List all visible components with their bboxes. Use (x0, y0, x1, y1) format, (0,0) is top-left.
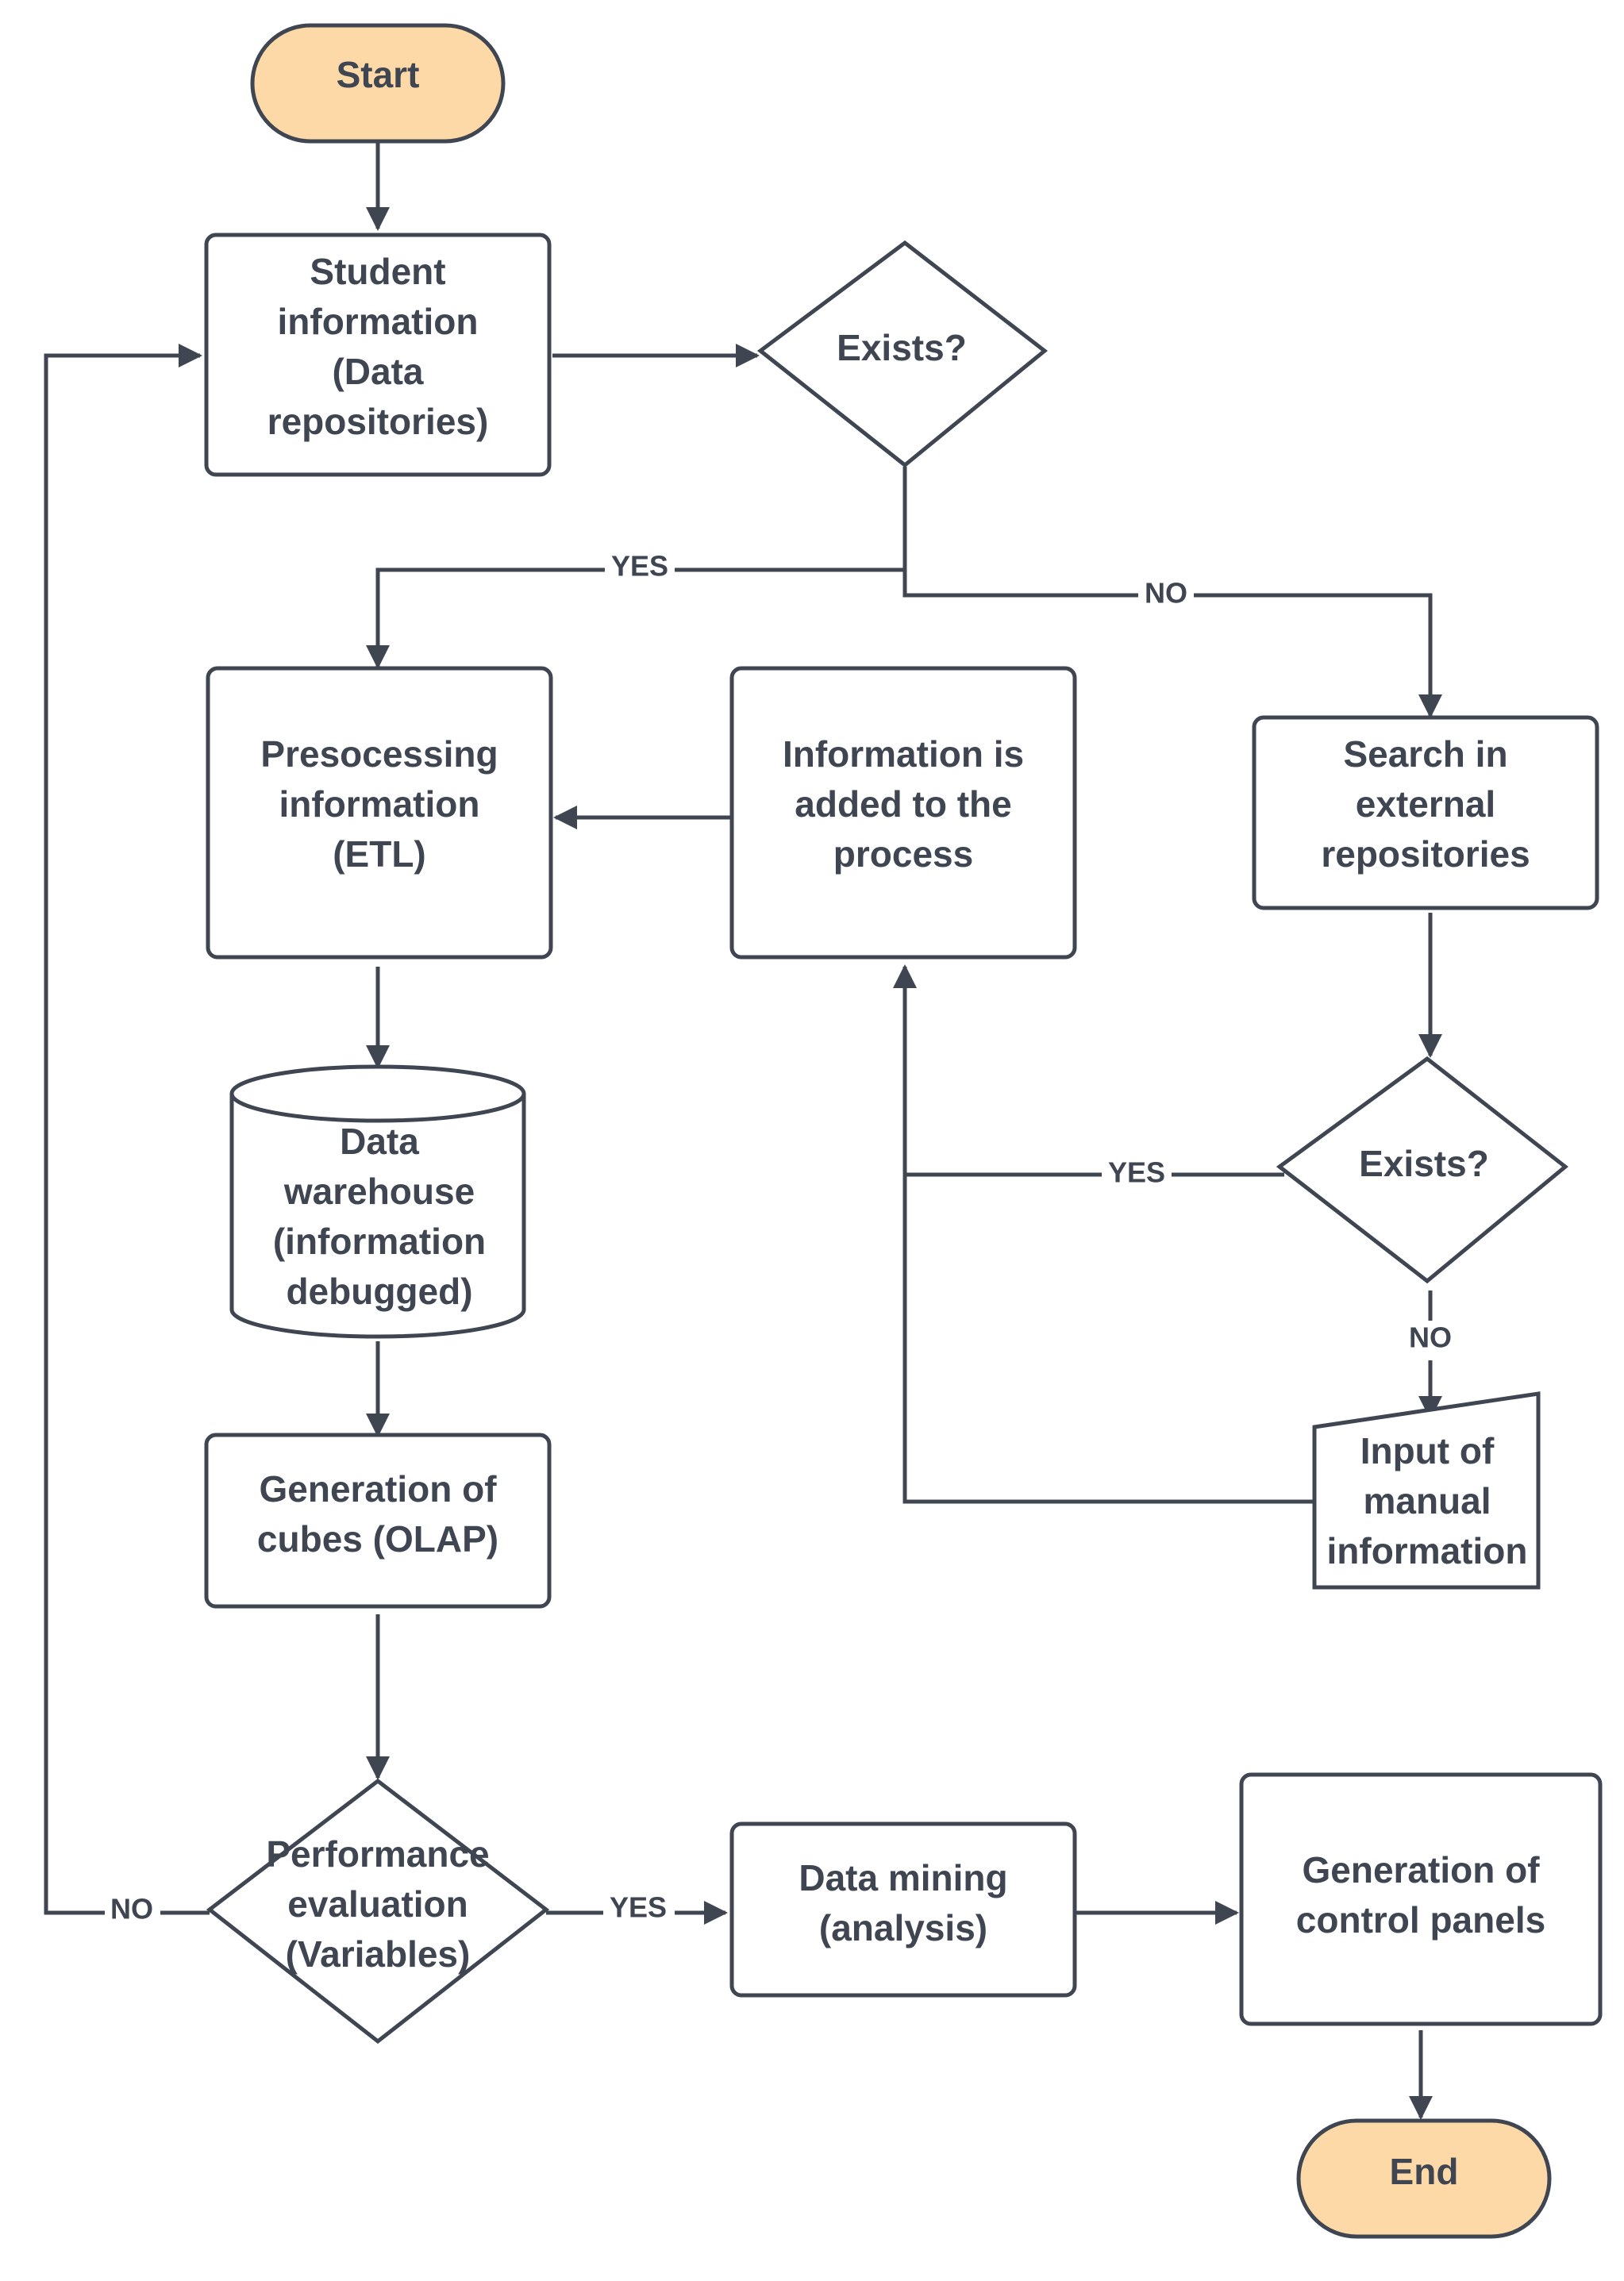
manual-input-line-1: Input of (1360, 1430, 1495, 1471)
end-label: End (1390, 2151, 1459, 2192)
exists-decision-2: Exists? (1276, 1056, 1568, 1284)
data-warehouse-node: Data warehouse (information debugged) (229, 1064, 526, 1339)
search-external-line-3: repositories (1321, 833, 1530, 875)
data-warehouse-line-2: warehouse (283, 1171, 475, 1212)
exists-1-label: Exists? (837, 327, 967, 368)
manual-input-line-3: information (1327, 1530, 1528, 1571)
edge-label-performance-no: NO (110, 1893, 153, 1925)
performance-line-2: evaluation (287, 1883, 468, 1925)
control-panels-line-1: Generation of (1302, 1849, 1540, 1891)
search-external-node: Search in external repositories (1252, 715, 1599, 910)
start-node: Start (250, 23, 506, 144)
edge-manual-input-to-info-added (902, 1175, 1316, 1504)
edge-performance-no-to-student-info (44, 344, 210, 1915)
edge-label-exists-1-yes: YES (611, 550, 668, 583)
student-info-node: Student information (Data repositories) (204, 233, 552, 477)
info-added-line-1: Information is (783, 733, 1024, 775)
data-warehouse-line-1: Data (340, 1121, 419, 1162)
presocessing-node: Presocessing information (ETL) (206, 666, 553, 960)
info-added-line-3: process (833, 833, 973, 875)
edge-label-exists-2-yes: YES (1108, 1156, 1165, 1189)
student-info-line-1: Student (310, 251, 445, 292)
performance-decision: Performance evaluation (Variables) (206, 1778, 550, 2044)
data-warehouse-line-4: debugged) (286, 1271, 472, 1312)
manual-input-line-2: manual (1363, 1480, 1491, 1521)
info-added-line-2: added to the (795, 783, 1011, 825)
data-warehouse-line-3: (information (273, 1221, 486, 1262)
search-external-line-1: Search in (1343, 733, 1507, 775)
end-node: End (1296, 2118, 1552, 2239)
performance-line-3: (Variables) (286, 1933, 471, 1975)
presocessing-line-3: (ETL) (333, 833, 426, 875)
edge-label-exists-2-no: NO (1409, 1321, 1452, 1354)
data-mining-line-1: Data mining (799, 1857, 1007, 1898)
manual-input-node: Input of manual information (1312, 1391, 1541, 1590)
search-external-line-2: external (1356, 783, 1495, 825)
data-mining-line-2: (analysis) (819, 1907, 987, 1948)
control-panels-node: Generation of control panels (1239, 1772, 1603, 2026)
edge-label-exists-1-no: NO (1145, 577, 1187, 610)
presocessing-line-2: information (279, 783, 480, 825)
exists-decision-1: Exists? (756, 240, 1049, 468)
student-info-line-3: (Data (332, 351, 423, 392)
performance-line-1: Performance (266, 1833, 489, 1875)
olap-cubes-node: Generation of cubes (OLAP) (204, 1433, 552, 1609)
student-info-line-2: information (278, 301, 479, 342)
control-panels-line-2: control panels (1296, 1899, 1545, 1941)
info-added-node: Information is added to the process (729, 666, 1077, 960)
exists-2-label: Exists? (1359, 1143, 1489, 1184)
olap-cubes-line-1: Generation of (259, 1468, 497, 1510)
edge-labels: YES NO YES NO NO YES (105, 549, 1459, 1933)
start-label: Start (337, 54, 420, 95)
edge-exists-2-yes-to-info-added (893, 964, 1284, 1177)
edge-label-performance-yes: YES (610, 1891, 667, 1924)
student-info-line-4: repositories) (267, 401, 489, 442)
olap-cubes-line-2: cubes (OLAP) (257, 1518, 498, 1560)
data-mining-node: Data mining (analysis) (729, 1821, 1077, 1998)
presocessing-line-1: Presocessing (260, 733, 498, 775)
